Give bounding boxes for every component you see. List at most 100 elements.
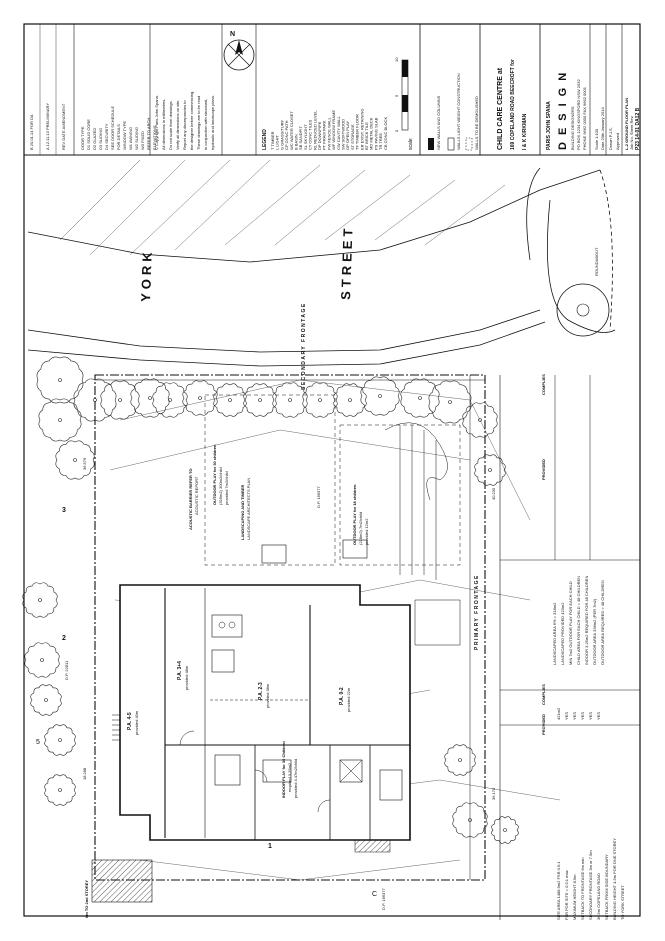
schedule-left-5: SEE DOOR SCHEDULE xyxy=(110,106,115,150)
compliance-value-3: YES xyxy=(580,712,585,720)
compliance-right-6: OUTDOOR AREA REQUIRED > 48 CHILDREN xyxy=(600,580,605,665)
note-3: Verify all dimensions on site. xyxy=(175,100,180,150)
second-storey-note: 6m TO 2nd STOREY xyxy=(84,880,89,918)
adjacent-building xyxy=(91,859,153,903)
tree-trunk xyxy=(478,418,482,422)
sheet-title: L-2 GROUND FLOOR PLAN xyxy=(624,98,629,150)
scale-tick-0: 0 xyxy=(394,129,399,132)
compliance-left-5: 36.5m COPELAND ROAD xyxy=(596,873,601,920)
lot-2: 2 xyxy=(62,635,66,642)
title-scale: Scale 1:100 xyxy=(594,128,599,150)
project-title-block: CHILD CARE CENTRE at 169 COPELAND ROAD B… xyxy=(497,59,528,150)
tree-trunk xyxy=(148,396,152,400)
wall-key-new: NEW WALLS AND COLUMNS xyxy=(436,95,441,150)
north-label: N xyxy=(230,31,235,38)
legend-item-1: L LIGHT xyxy=(275,134,280,150)
landscape-note-2: LANDSCAPE ARCHITECTS PLAN xyxy=(246,478,251,540)
lot-1: 1 xyxy=(268,843,272,850)
secondary-frontage-label: SECONDARY FRONTAGE xyxy=(301,302,307,390)
tree-canopy xyxy=(428,380,472,424)
compliance-value-4: YES xyxy=(588,712,593,720)
schedule-right-2: W2 SLIDING xyxy=(134,127,139,150)
schedule-left-2: D2 GLAZED xyxy=(92,128,97,150)
acoustic-note-2: ACOUSTIC REPORT xyxy=(194,476,199,515)
tree-trunk xyxy=(44,698,48,702)
acoustic-note-1: ACOUSTIC BARRIER REFER TO xyxy=(188,469,193,530)
compliance-left-1: FSR FOR SITE = 0.5:1 max xyxy=(564,870,569,920)
schedule-right-0: WINDOW TYPE xyxy=(122,121,127,150)
legend-item-22: PS PAVING SLAB xyxy=(373,117,378,150)
tree-trunk xyxy=(288,398,292,402)
schedule-left-4: D4 SECURITY xyxy=(104,123,109,150)
compliance-right-0: LANDSCAPED AREA 6% = 318m2 xyxy=(552,602,557,665)
revision-header: REV DATE AMENDMENT xyxy=(61,103,66,150)
header-band xyxy=(24,24,640,156)
york-street-road xyxy=(27,167,616,367)
legend-item-16: OP OPEN PLAY xyxy=(345,120,350,150)
compliance-right-2: MIN 7m2 OUTDOOR PLAY FOR EACH CHILD xyxy=(568,581,573,665)
dp-bottom: D.P. 166377 xyxy=(381,888,386,910)
room-pa-3-4: P.A. 3+4 xyxy=(177,661,183,680)
building-footprint xyxy=(112,584,411,853)
firm-line-2: PO BOX 1234 KINGSFORD NSW 2032 xyxy=(576,79,581,150)
room-pa-4-5: P.A. 4-5 xyxy=(127,712,133,730)
legend-item-18: TF TIMBER FLOOR xyxy=(355,114,360,150)
schedule-right-5: ELEVATIONS xyxy=(152,125,157,150)
compliance-left-8: TO YORK STREET xyxy=(620,885,625,920)
tree-canopy xyxy=(333,383,367,417)
boundary-dim-2: 40.235 xyxy=(491,487,496,500)
note-4: Report any discrepancies to xyxy=(182,100,187,150)
tree-trunk xyxy=(198,396,202,400)
compliance-value-0: 421m2 xyxy=(556,707,561,720)
compliance-provided-header: PROVIDED xyxy=(541,459,546,480)
revision-a: A 12.11.13 PRELIMINARY xyxy=(45,103,50,150)
lot-c: C xyxy=(372,891,377,898)
outdoor-play-1-label: OUTDOOR PLAY for 30 children xyxy=(212,444,217,505)
legend-item-24: CB CONC BLOCK xyxy=(383,117,388,150)
tree-trunk xyxy=(58,378,62,382)
tree-canopy xyxy=(491,816,519,844)
schedule-left-1: D1 SOLID CORE xyxy=(86,119,91,150)
tree-canopy xyxy=(360,376,400,416)
tree-trunk xyxy=(228,398,232,402)
tree-trunk xyxy=(418,396,422,400)
compliance-right-3: CHILD AREA FOR EACH CHILD = 48 CHILDREN xyxy=(576,576,581,665)
outdoor-play-1-area: (326m2) 300m2/child xyxy=(218,467,223,505)
indoor-play-label: INDOOR PLAY for 30 Children xyxy=(281,741,286,798)
compliance-left-3: SETBACK TO FRONTAGE 6m min xyxy=(580,858,585,920)
compliance-left-6: SETBACK FROM SIDE BOUNDARY xyxy=(604,854,609,920)
tree-trunk xyxy=(258,398,262,402)
tree-canopy xyxy=(474,454,506,486)
tree-trunk xyxy=(168,398,172,402)
compliance-left-0: SITE AREA 1488.9m2 FSR 0.5:1 xyxy=(556,861,561,920)
compliance-right-1: LANDSCAPED PROVIDED 423m2 xyxy=(560,602,565,665)
legend-item-21: MD METAL DECK xyxy=(369,117,374,150)
compliance-left-4: SECONDARY FRONTAGE 3m or 7.5m xyxy=(588,850,593,920)
indoor-play-provided: provided 4.47m2/child xyxy=(293,759,298,798)
note-1: All dimensions in millimetres. xyxy=(161,99,166,150)
legend-item-11: PT PRAM PARK xyxy=(322,120,327,150)
tree-trunk xyxy=(458,758,462,762)
tree-canopy xyxy=(452,802,488,838)
legend-title: LEGEND xyxy=(262,129,268,150)
tree-canopy xyxy=(30,684,62,716)
compliance-left-7: BUILDING HEIGHT 4.5m FOR ONE STOREY xyxy=(612,838,617,920)
tree-canopy xyxy=(243,383,277,417)
tree-canopy xyxy=(44,724,76,756)
compliance-provided-header-2: PROVIDED xyxy=(541,714,546,735)
note-5: the designer before commencing. xyxy=(189,91,194,150)
boundary-dim-1: 18.288 xyxy=(82,767,87,780)
legend-item-23: TR TREE xyxy=(378,133,383,150)
tree-canopy xyxy=(24,642,60,678)
project-title: CHILD CARE CENTRE at xyxy=(497,67,504,150)
tree-canopy xyxy=(73,378,117,422)
drawing-number: P23 14-01 DA12 B xyxy=(635,107,641,150)
outdoor-play-1-provided: provided 7m2/child xyxy=(224,471,229,505)
title-block: Scale 1:100 Date 20th January 2014 Drawn… xyxy=(594,98,641,150)
compliance-table: PROVIDED COMPLIES PROVIDED COMPLIES LAND… xyxy=(84,374,640,920)
schedule-right-4: REFER TO ARCH. xyxy=(146,117,151,150)
legend-item-17: ST STORAGE xyxy=(350,124,355,150)
tree-canopy xyxy=(38,398,82,442)
